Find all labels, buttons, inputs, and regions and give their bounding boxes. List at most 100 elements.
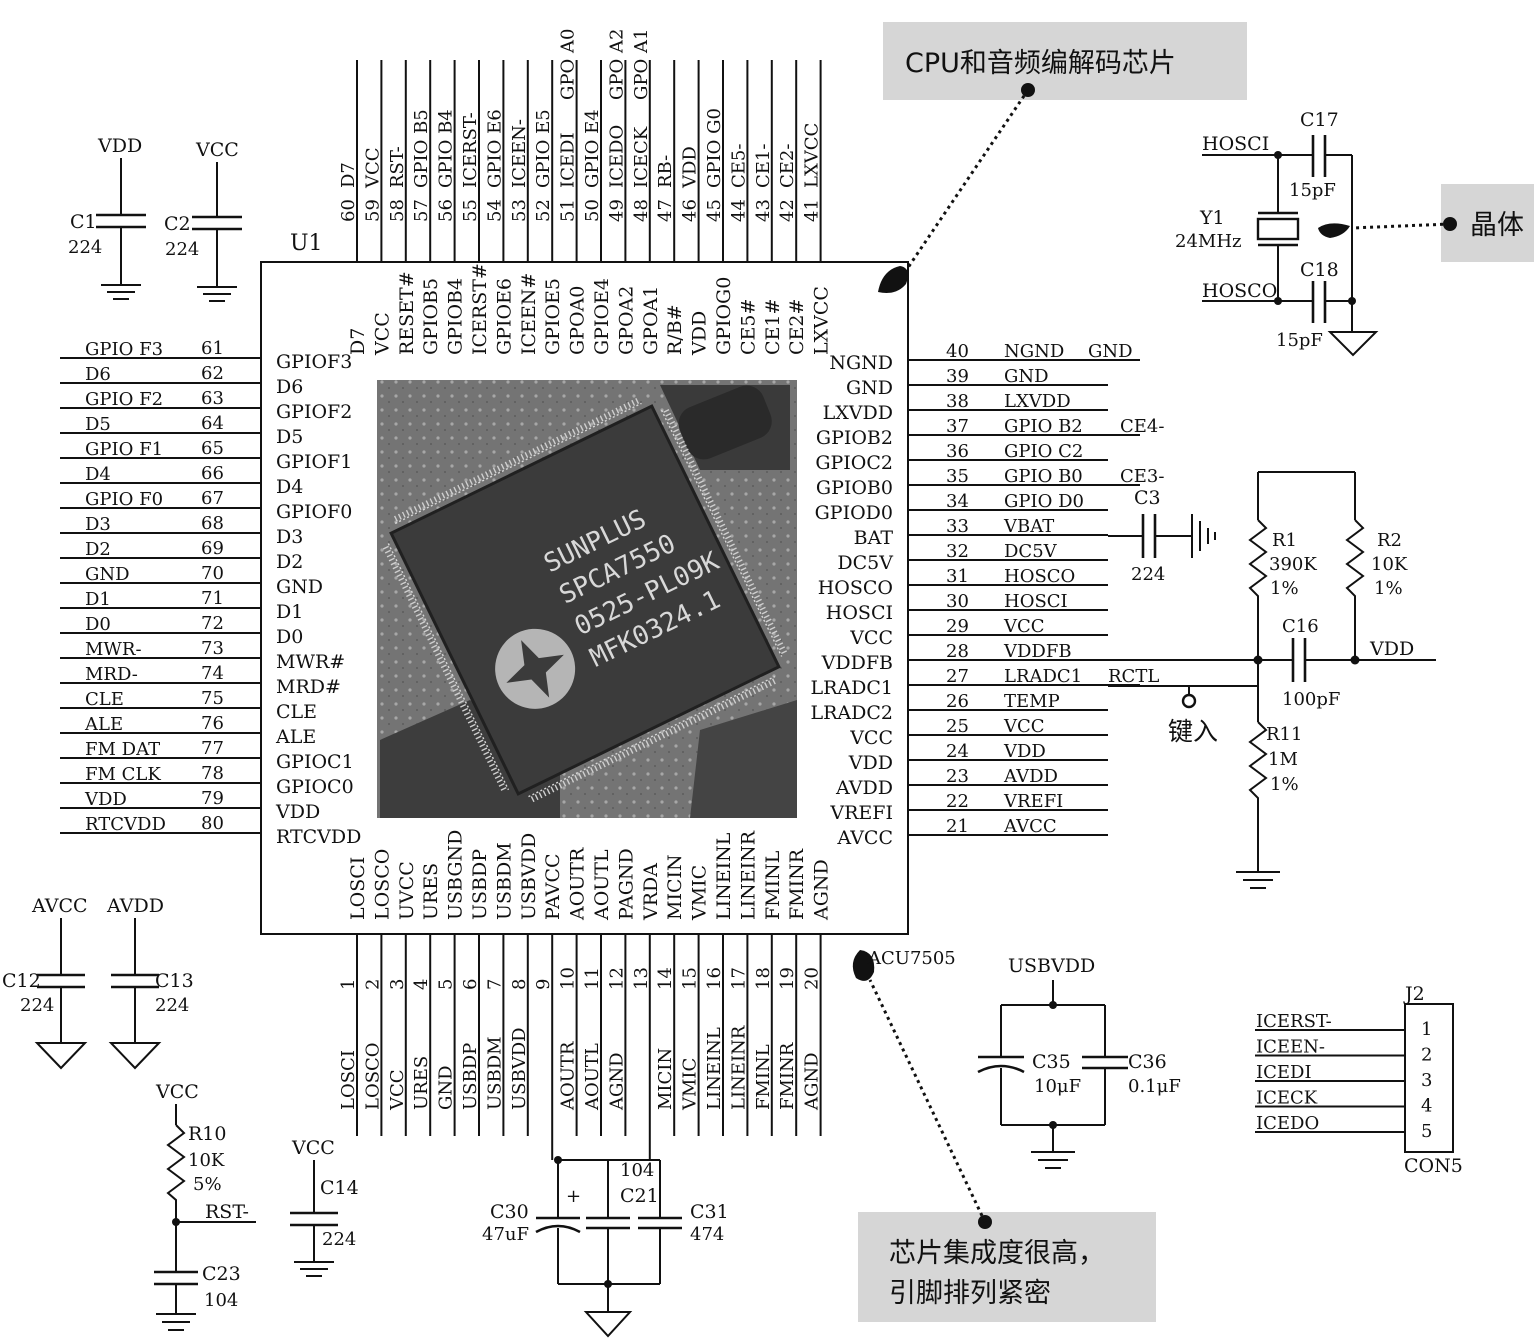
bottom-pin-name: LOSCI — [347, 857, 369, 920]
ground-icon — [1031, 1151, 1075, 1169]
right-pin-extra: CE3- — [1120, 466, 1164, 487]
right-pin-net: HOSCO — [1004, 566, 1075, 587]
c2-capacitor: VCC C2 224 — [164, 139, 242, 302]
top-pin-extra: GPO A1 — [631, 29, 652, 100]
c36-label: C36 — [1128, 1051, 1167, 1073]
top-pin-number: 47 — [655, 199, 676, 222]
r10-tolerance: 5% — [193, 1174, 222, 1195]
pavcc-capacitors: + C30 47uF 104 C21 C31 474 — [482, 1156, 729, 1338]
ground-icon — [1327, 331, 1379, 357]
j2-pin-number: 5 — [1421, 1121, 1432, 1142]
bottom-pin-name: FMINL — [762, 850, 784, 920]
left-pin-name: D4 — [276, 476, 303, 498]
c2-label: C2 — [164, 213, 191, 235]
c3-capacitor: C3 224 — [1108, 487, 1216, 585]
left-pin-net: ALE — [84, 714, 123, 735]
left-pin-name: VDD — [275, 801, 320, 823]
top-pin-number: 55 — [460, 199, 481, 222]
top-pin-number: 43 — [753, 199, 774, 222]
top-pin-name: CE2# — [786, 299, 808, 355]
right-pin-name: GPIOC2 — [815, 452, 893, 474]
top-pin-net: GPIO G0 — [704, 108, 725, 188]
r1-tolerance: 1% — [1270, 578, 1299, 599]
top-pin-number: 56 — [436, 199, 457, 222]
left-pin-number: 70 — [201, 563, 224, 584]
right-pin-net: GND — [1004, 366, 1049, 387]
left-pin-net: GND — [85, 564, 130, 585]
left-pin-number: 75 — [201, 688, 224, 709]
left-pin-net: D6 — [85, 364, 111, 385]
right-pin-name: LRADC2 — [810, 702, 893, 724]
top-pin-number: 44 — [728, 199, 749, 222]
bottom-pin-name: UVCC — [396, 861, 418, 920]
c3-label: C3 — [1134, 487, 1161, 509]
left-pin-net: FM CLK — [85, 764, 161, 785]
top-pin-net: GPIO E5 — [533, 109, 554, 188]
top-pin-number: 54 — [484, 199, 505, 222]
left-pin-net: D1 — [85, 589, 111, 610]
top-pin-name: R/B# — [664, 304, 686, 355]
r10-vcc-label: VCC — [155, 1081, 199, 1103]
bottom-pin-name: USBDM — [493, 842, 515, 920]
top-pin-number: 46 — [680, 199, 701, 222]
r2-tolerance: 1% — [1374, 578, 1403, 599]
bottom-pin-name: PAGND — [615, 848, 637, 920]
callout-density-line2: 引脚排列紧密 — [889, 1278, 1051, 1309]
c18-label: C18 — [1300, 259, 1339, 281]
c12-capacitor: AVCC C12 224 — [2, 895, 88, 1070]
crystal-circuit: HOSCI C17 15pF Y1 24MHz HOSCO C18 15pF — [1175, 109, 1379, 357]
pins-bottom: LOSCI1LOSCILOSCO2LOSCOUVCC3VCCURES4URESU… — [338, 830, 833, 1160]
left-pin-name: D1 — [276, 601, 303, 623]
right-pin-net: VBAT — [1003, 516, 1054, 537]
j2-net-label: ICECK — [1256, 1088, 1318, 1109]
c17-label: C17 — [1300, 109, 1339, 131]
callout-cpu-text: CPU和音频编解码芯片 — [905, 48, 1176, 79]
reset-circuit: VCC R10 10K 5% RST- C23 104 — [154, 1081, 256, 1331]
left-pin-number: 77 — [201, 738, 224, 759]
bottom-pin-number: 14 — [655, 967, 676, 990]
bottom-pin-net: GND — [436, 1065, 457, 1110]
right-pin-number: 34 — [946, 491, 969, 512]
left-pin-net: D0 — [85, 614, 111, 635]
left-pin-name: GPIOC1 — [276, 751, 354, 773]
left-pin-net: D4 — [85, 464, 111, 485]
bottom-pin-net: USBDM — [484, 1036, 505, 1110]
c14-label: C14 — [320, 1177, 359, 1199]
callout-crystal-text: 晶体 — [1470, 210, 1524, 241]
bottom-pin-net: LINEINR — [728, 1025, 749, 1110]
ic-part-label: ACU7505 — [867, 948, 956, 969]
left-pin-name: D2 — [276, 551, 303, 573]
callout-cpu: CPU和音频编解码芯片 — [878, 22, 1247, 293]
bottom-pin-name: MICIN — [664, 854, 686, 920]
bottom-pin-number: 1 — [338, 979, 359, 990]
r2-resistor — [1345, 519, 1365, 660]
top-pin-net: ICEDO — [606, 125, 627, 188]
left-pin-net: GPIO F1 — [85, 439, 163, 460]
bottom-pin-name: VRDA — [640, 863, 662, 921]
j2-type: CON5 — [1404, 1155, 1463, 1177]
left-pin-number: 62 — [201, 363, 224, 384]
right-pin-net: LRADC1 — [1004, 666, 1082, 687]
top-pin-extra: GPO A2 — [606, 29, 627, 100]
top-pin-name: GPOA2 — [615, 286, 637, 355]
c16-label: C16 — [1282, 616, 1319, 637]
right-pin-number: 37 — [946, 416, 969, 437]
top-pin-number: 52 — [533, 199, 554, 222]
right-pin-name: AVDD — [835, 777, 893, 799]
top-pin-name: GPOA0 — [567, 286, 589, 355]
bottom-pin-number: 7 — [484, 979, 505, 990]
right-pin-extra: GND — [1088, 341, 1133, 362]
c13-capacitor: AVDD C13 224 — [106, 895, 194, 1070]
top-pin-number: 48 — [631, 199, 652, 222]
c16-value: 100pF — [1282, 689, 1340, 710]
top-pin-net: VDD — [680, 146, 701, 189]
left-pin-number: 68 — [201, 513, 224, 534]
top-pin-net: RST- — [387, 146, 408, 188]
right-pin-number: 22 — [946, 791, 969, 812]
r2-value: 10K — [1371, 554, 1408, 575]
top-pin-net: ICEDI — [558, 132, 579, 188]
top-pin-name: ICEEN# — [518, 273, 540, 355]
